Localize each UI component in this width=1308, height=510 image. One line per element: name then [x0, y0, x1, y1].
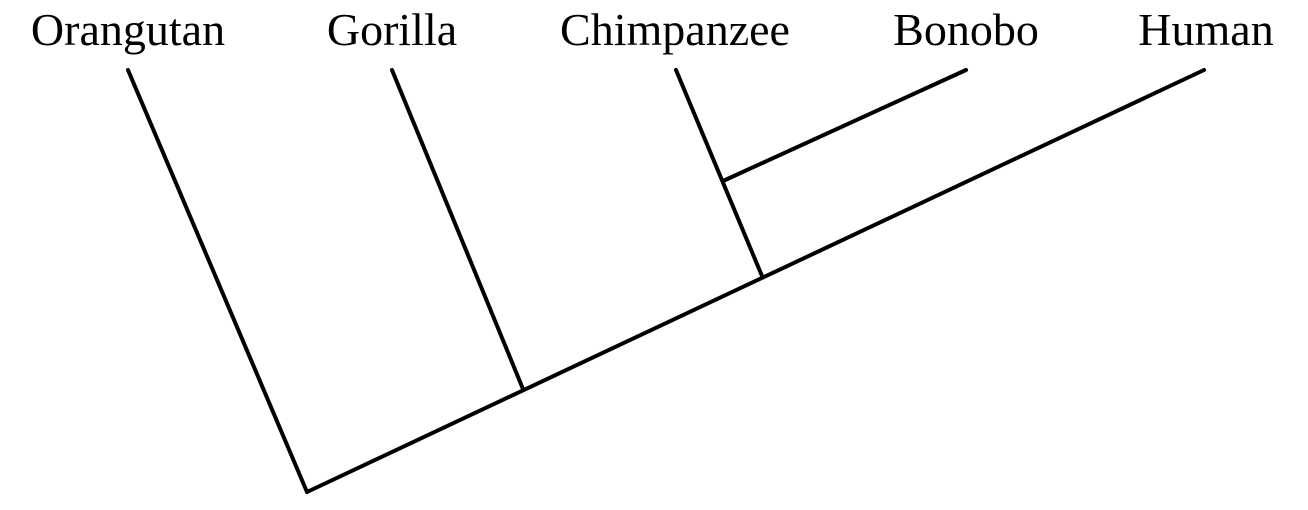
taxon-label-chimpanzee: Chimpanzee	[560, 4, 790, 55]
branch-gorilla	[390, 68, 525, 391]
branch-bonobo	[721, 68, 968, 183]
branch-main-trunk	[305, 68, 1206, 494]
taxon-label-gorilla: Gorilla	[326, 4, 458, 55]
taxon-label-orangutan: Orangutan	[30, 4, 226, 55]
branch-chimpanzee	[674, 68, 764, 278]
taxon-label-bonobo: Bonobo	[893, 4, 1039, 55]
taxon-label-human: Human	[1138, 4, 1274, 55]
branch-orangutan	[126, 68, 309, 494]
